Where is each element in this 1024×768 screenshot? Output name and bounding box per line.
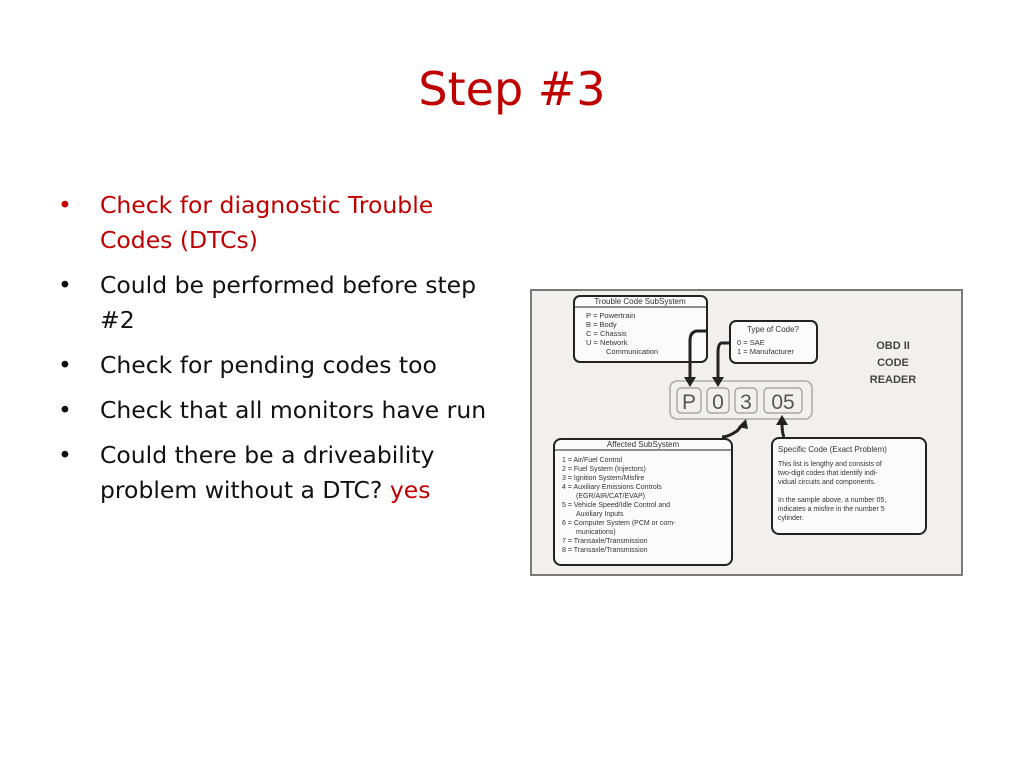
obd-diagram-svg: Trouble Code SubSystem P = Powertrain B … bbox=[553, 295, 927, 566]
affected-subsystem-box bbox=[553, 438, 733, 566]
specific-line: two-digit codes that identify indi- bbox=[778, 470, 878, 477]
trouble-code-line: P = Powertrain bbox=[586, 311, 635, 320]
affected-line: 3 = Ignition System/Misfire bbox=[562, 475, 644, 482]
bullet-text: Check for diagnostic Trouble Codes (DTCs… bbox=[100, 191, 434, 254]
specific-line: indicates a misfire in the number 5 bbox=[778, 506, 885, 513]
trouble-code-line: Communication bbox=[606, 347, 658, 356]
code-char: 05 bbox=[771, 391, 794, 414]
type-of-code-line: 0 = SAE bbox=[737, 338, 765, 347]
code-char: P bbox=[682, 391, 696, 414]
bullet-dot-icon: • bbox=[58, 441, 72, 469]
bullet-item: • Check for pending codes too bbox=[58, 348, 508, 383]
type-of-code-title: Type of Code? bbox=[747, 325, 800, 334]
affected-line: 4 = Auxiliary Emissions Controls bbox=[562, 484, 662, 491]
bullet-text: Could be performed before step #2 bbox=[100, 271, 477, 334]
trouble-code-title: Trouble Code SubSystem bbox=[594, 297, 686, 306]
affected-line: munications) bbox=[576, 529, 616, 536]
specific-line: In the sample above, a number 05, bbox=[778, 497, 886, 504]
bullet-text: Could there be a driveability problem wi… bbox=[100, 441, 435, 504]
affected-title: Affected SubSystem bbox=[607, 440, 680, 449]
affected-line: 7 = Transaxle/Transmission bbox=[562, 538, 648, 545]
specific-title: Specific Code (Exact Problem) bbox=[778, 445, 887, 454]
code-display bbox=[669, 380, 813, 420]
bullet-dot-icon: • bbox=[58, 396, 72, 424]
trouble-code-line: U = Network bbox=[586, 338, 628, 347]
specific-line: vidual circuits and components. bbox=[778, 479, 876, 486]
slide-title: Step #3 bbox=[418, 62, 606, 116]
affected-line: (EGR/AIR/CAT/EVAP) bbox=[576, 493, 645, 500]
bullet-dot-icon: • bbox=[58, 191, 72, 219]
reader-label: CODE bbox=[877, 357, 909, 369]
bullet-text: Check for pending codes too bbox=[100, 351, 437, 379]
trouble-code-line: B = Body bbox=[586, 320, 617, 329]
reader-label: OBD II bbox=[876, 340, 910, 352]
bullet-item: • Check for diagnostic Trouble Codes (DT… bbox=[58, 188, 508, 258]
bullet-answer: yes bbox=[389, 476, 431, 504]
bullet-dot-icon: • bbox=[58, 271, 72, 299]
specific-line: cylinder. bbox=[778, 515, 804, 522]
type-of-code-line: 1 = Manufacturer bbox=[737, 347, 794, 356]
specific-code-box bbox=[771, 437, 927, 535]
obd-code-diagram: Trouble Code SubSystem P = Powertrain B … bbox=[530, 289, 963, 576]
bullet-item: • Check that all monitors have run bbox=[58, 393, 508, 428]
affected-line: Auxiliary Inputs bbox=[576, 511, 624, 518]
affected-line: 5 = Vehicle Speed/Idle Control and bbox=[562, 502, 670, 509]
code-char: 0 bbox=[712, 391, 724, 414]
trouble-code-line: C = Chassis bbox=[586, 329, 627, 338]
bullet-item: • Could there be a driveability problem … bbox=[58, 438, 508, 508]
bullet-list: • Check for diagnostic Trouble Codes (DT… bbox=[58, 188, 508, 518]
bullet-text: Check that all monitors have run bbox=[100, 396, 487, 424]
arrowhead-icon bbox=[684, 377, 788, 429]
affected-line: 8 = Transaxle/Transmission bbox=[562, 547, 648, 554]
trouble-code-box bbox=[573, 295, 708, 363]
affected-line: 2 = Fuel System (Injectors) bbox=[562, 466, 646, 473]
specific-line: This list is lengthy and consists of bbox=[778, 461, 882, 468]
bullet-item: • Could be performed before step #2 bbox=[58, 268, 508, 338]
code-char: 3 bbox=[740, 391, 752, 414]
bullet-dot-icon: • bbox=[58, 351, 72, 379]
affected-line: 1 = Air/Fuel Control bbox=[562, 457, 623, 464]
affected-line: 6 = Computer System (PCM or com- bbox=[562, 520, 676, 527]
reader-label: READER bbox=[870, 374, 917, 386]
